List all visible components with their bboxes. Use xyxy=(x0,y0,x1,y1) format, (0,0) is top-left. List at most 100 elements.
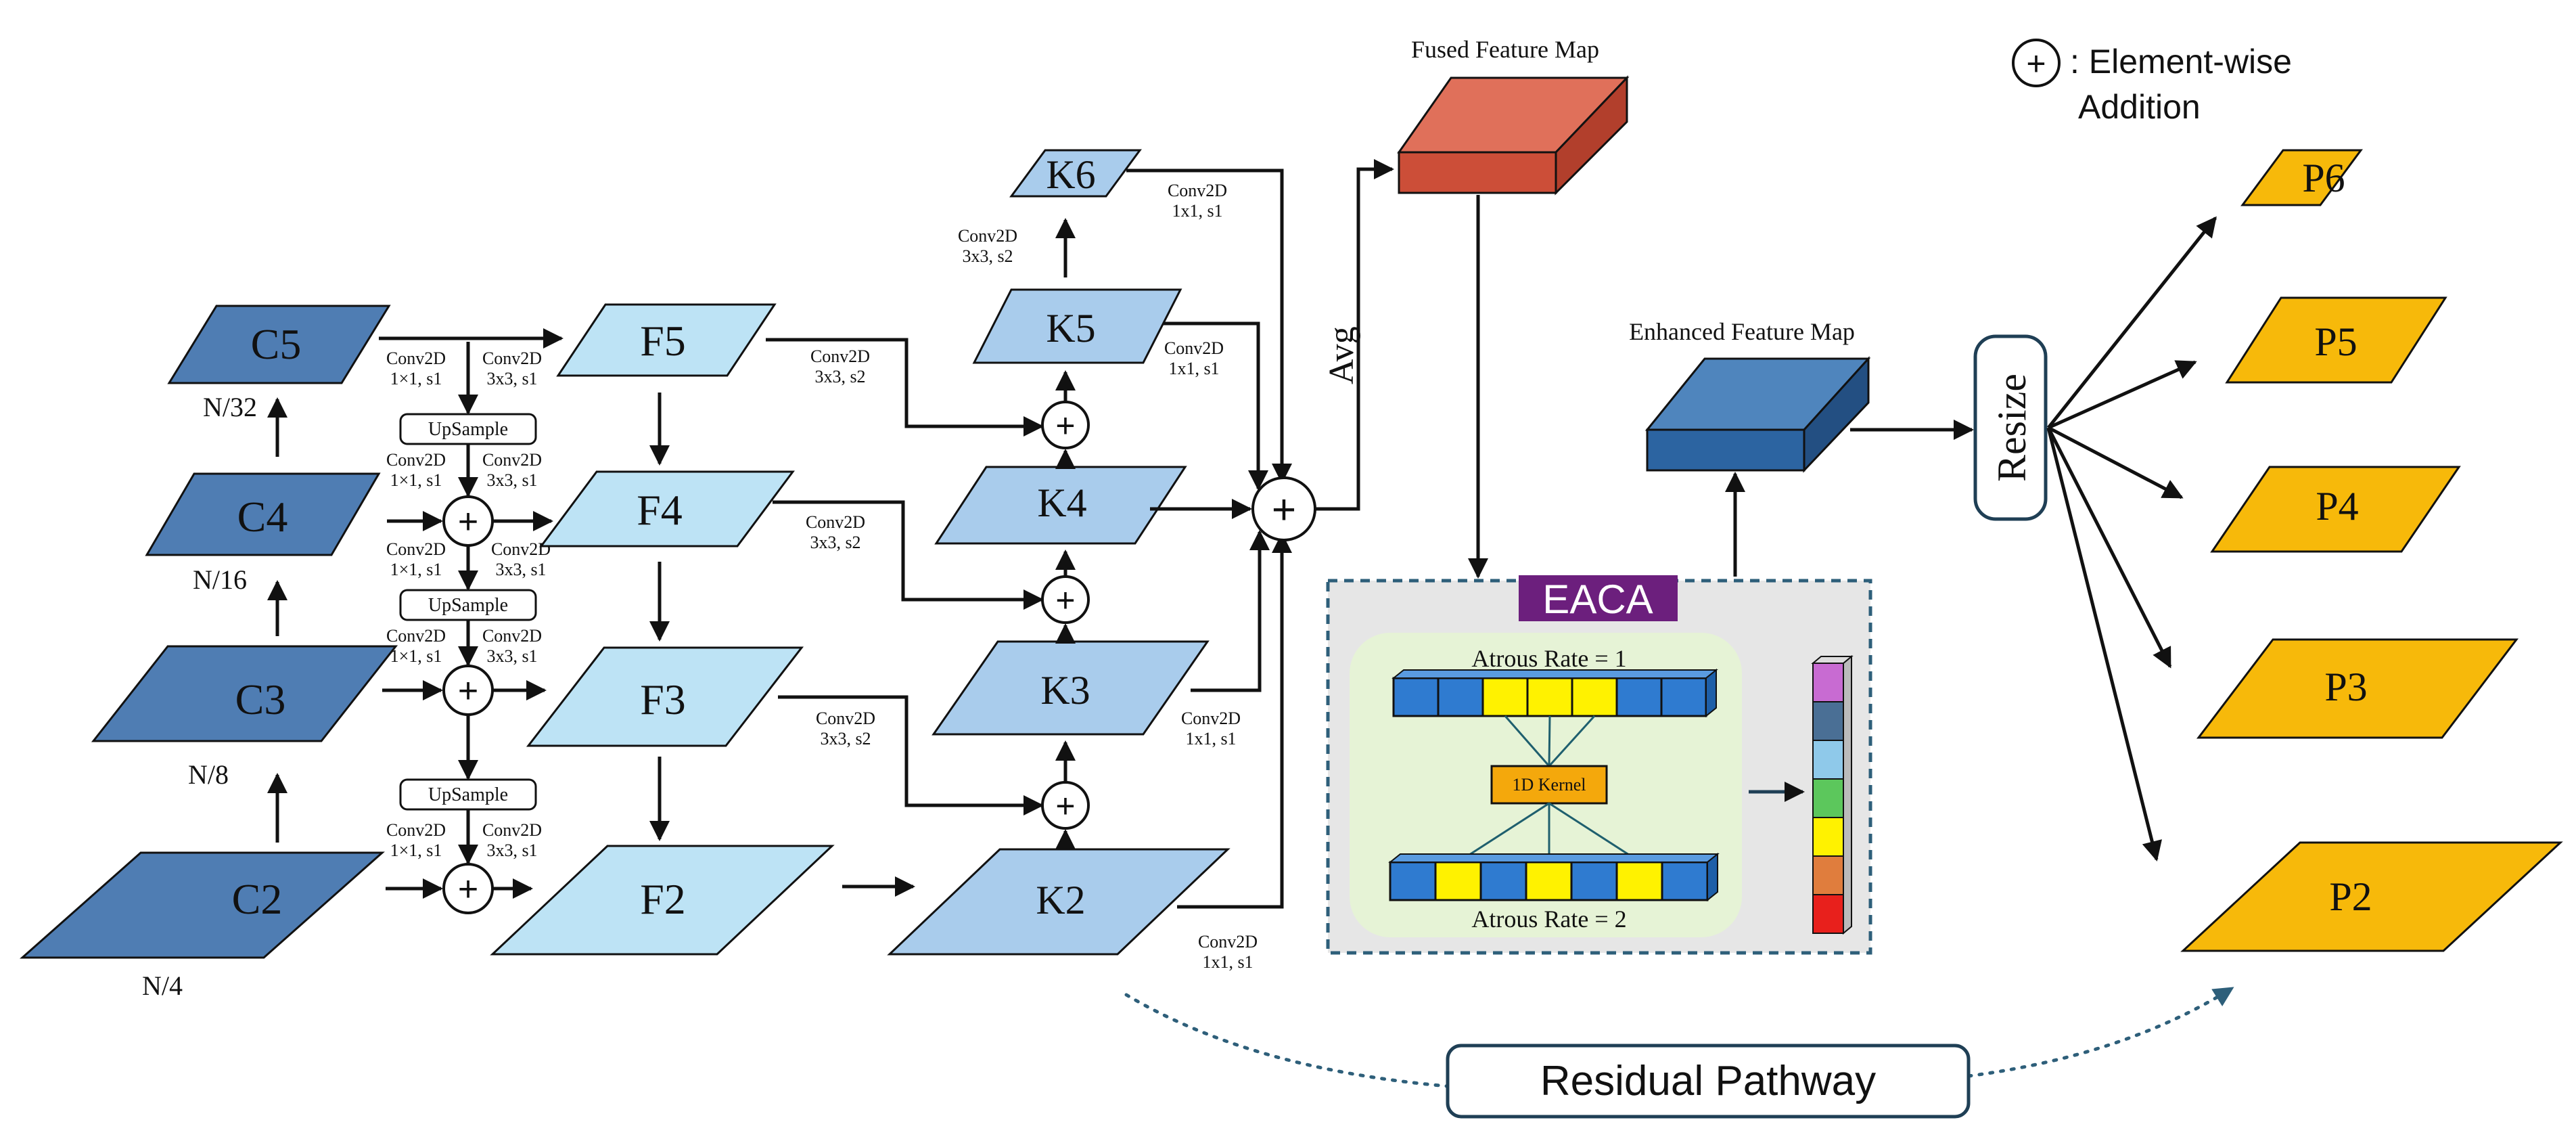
residual-label: Residual Pathway xyxy=(1540,1058,1876,1104)
op-c3b-conv1-a: Conv2D xyxy=(386,626,446,646)
eaca-label: EACA xyxy=(1542,577,1653,622)
channel-cell-1 xyxy=(1812,663,1844,702)
f2-label: F2 xyxy=(640,875,686,923)
atrous-rate-1-label: Atrous Rate = 1 xyxy=(1471,645,1626,672)
p5-label: P5 xyxy=(2314,319,2357,364)
legend-add-icon xyxy=(2012,39,2061,87)
op-f4-b: 3x3, s2 xyxy=(810,533,860,552)
op-f4-a: Conv2D xyxy=(806,512,865,532)
op-c5-conv3-a: Conv2D xyxy=(482,349,542,368)
k5-to-avg-line xyxy=(1164,321,1268,491)
k6-plane xyxy=(1009,149,1142,198)
channel-cell-4 xyxy=(1812,778,1844,818)
f5-plane xyxy=(556,303,777,377)
resize-to-p6-arrow xyxy=(2047,216,2217,429)
resize-to-p3-arrow xyxy=(2046,426,2172,669)
residual-curve-right xyxy=(1967,986,2234,1078)
c2-plane xyxy=(20,851,385,959)
p6-label: P6 xyxy=(2302,156,2345,200)
c3-label: C3 xyxy=(235,675,286,723)
op-c2-conv1-b: 1×1, s1 xyxy=(390,841,442,860)
legend-text-2: Addition xyxy=(2078,88,2201,126)
channel-vector xyxy=(1811,654,1854,935)
c5-plane xyxy=(167,305,391,384)
c4-label: C4 xyxy=(237,493,288,541)
kernel-lines-top xyxy=(1504,715,1596,767)
op-c5-conv1-b: 1×1, s1 xyxy=(390,369,442,388)
fused-title: Fused Feature Map xyxy=(1411,36,1599,63)
k4-plane xyxy=(934,466,1187,545)
upsample-label-2: UpSample xyxy=(428,595,508,616)
op-c3b-conv1-b: 1×1, s1 xyxy=(390,646,442,666)
f3-to-addk3-line xyxy=(778,695,1044,815)
residual-box xyxy=(1446,1044,1971,1119)
op-k3-out-a: Conv2D xyxy=(1181,709,1241,728)
p6-plane xyxy=(2240,149,2363,206)
op-k5-out-b: 1x1, s1 xyxy=(1168,359,1219,378)
f3-label: F3 xyxy=(640,675,686,723)
p3-label: P3 xyxy=(2324,665,2367,709)
channel-cell-7 xyxy=(1812,894,1844,934)
p2-plane xyxy=(2180,841,2563,952)
op-c4-conv1-a: Conv2D xyxy=(386,450,446,470)
c4-plane xyxy=(145,472,381,556)
c-level-column: C5 C4 C3 C2 N/32 N/16 N/8 N/4 xyxy=(20,305,398,1001)
resize-to-p2-arrow xyxy=(2046,427,2162,862)
op-c5-conv3-b: 3x3, s1 xyxy=(486,369,537,388)
f4-plane xyxy=(539,470,795,547)
f5-to-addk5-line xyxy=(766,338,1044,437)
k-level-column: K6 K5 K4 K3 K2 Conv2D 3x3, s2 + + + xyxy=(887,149,1230,956)
atrous-rate-1-row xyxy=(1392,668,1718,718)
resize-box xyxy=(1973,334,2048,521)
k2-to-avg-line xyxy=(1177,533,1292,909)
op-f3-b: 3x3, s2 xyxy=(820,729,871,748)
f4-to-addk4-line xyxy=(773,500,1044,610)
p4-label: P4 xyxy=(2316,484,2358,529)
op-f5-b: 3x3, s2 xyxy=(814,367,865,386)
op-c2-conv3-a: Conv2D xyxy=(482,820,542,840)
avg-add-node-plus: + xyxy=(1272,487,1296,533)
op-c4-conv3-a: Conv2D xyxy=(482,450,542,470)
c2-label: C2 xyxy=(232,875,283,923)
k6-label: K6 xyxy=(1046,152,1095,197)
p4-plane xyxy=(2210,466,2461,553)
op-k5-out-a: Conv2D xyxy=(1164,338,1224,358)
eaca-module: EACA Atrous Rate = 1 1D Kernel xyxy=(1326,575,1872,955)
channel-cell-5 xyxy=(1812,817,1844,857)
c5-scale: N/32 xyxy=(203,392,257,422)
legend: + : Element-wise Addition xyxy=(2012,39,2292,126)
op-k6-a: Conv2D xyxy=(958,226,1017,246)
fused-feature-map: Fused Feature Map xyxy=(1397,36,1630,579)
op-f5-a: Conv2D xyxy=(810,346,870,366)
legend-add-plus: + xyxy=(2026,45,2046,83)
c3-scale: N/8 xyxy=(188,759,229,790)
f4-label: F4 xyxy=(637,486,683,534)
eaca-label-bg xyxy=(1519,575,1678,621)
add-node-k3-plus: + xyxy=(1055,787,1075,825)
k3-label: K3 xyxy=(1040,668,1090,713)
residual-pathway: Residual Pathway xyxy=(1124,986,2234,1119)
channel-cell-6 xyxy=(1812,855,1844,895)
op-c3b-conv3-b: 3x3, s1 xyxy=(486,646,537,666)
f-to-k-connections: Conv2D 3x3, s2 Conv2D 3x3, s2 Conv2D 3x3… xyxy=(766,338,1044,897)
resize-to-p5-arrow xyxy=(2047,360,2197,430)
upsample-label-3: UpSample xyxy=(428,784,508,805)
upsample-label-1: UpSample xyxy=(428,419,508,440)
legend-text-1: : Element-wise xyxy=(2070,43,2292,81)
residual-curve-left xyxy=(1124,993,1450,1088)
channel-cell-3 xyxy=(1812,740,1844,780)
add-node-f4-plus: + xyxy=(458,502,478,541)
kernel-label: 1D Kernel xyxy=(1512,775,1586,795)
op-k6-out-a: Conv2D xyxy=(1168,181,1227,200)
op-k2-out-a: Conv2D xyxy=(1198,932,1258,952)
avg-label: Avg xyxy=(1322,326,1361,384)
c3-plane xyxy=(91,645,398,742)
op-c2-conv1-a: Conv2D xyxy=(386,820,446,840)
enhanced-front-face xyxy=(1646,428,1806,472)
p2-label: P2 xyxy=(2329,874,2372,919)
avg-to-fused-line xyxy=(1315,159,1394,511)
enhanced-feature-map: Enhanced Feature Map xyxy=(1629,318,1974,577)
op-c4-conv1-b: 1×1, s1 xyxy=(390,470,442,490)
enhanced-title: Enhanced Feature Map xyxy=(1629,318,1855,345)
op-k3-out-b: 1x1, s1 xyxy=(1185,729,1236,748)
